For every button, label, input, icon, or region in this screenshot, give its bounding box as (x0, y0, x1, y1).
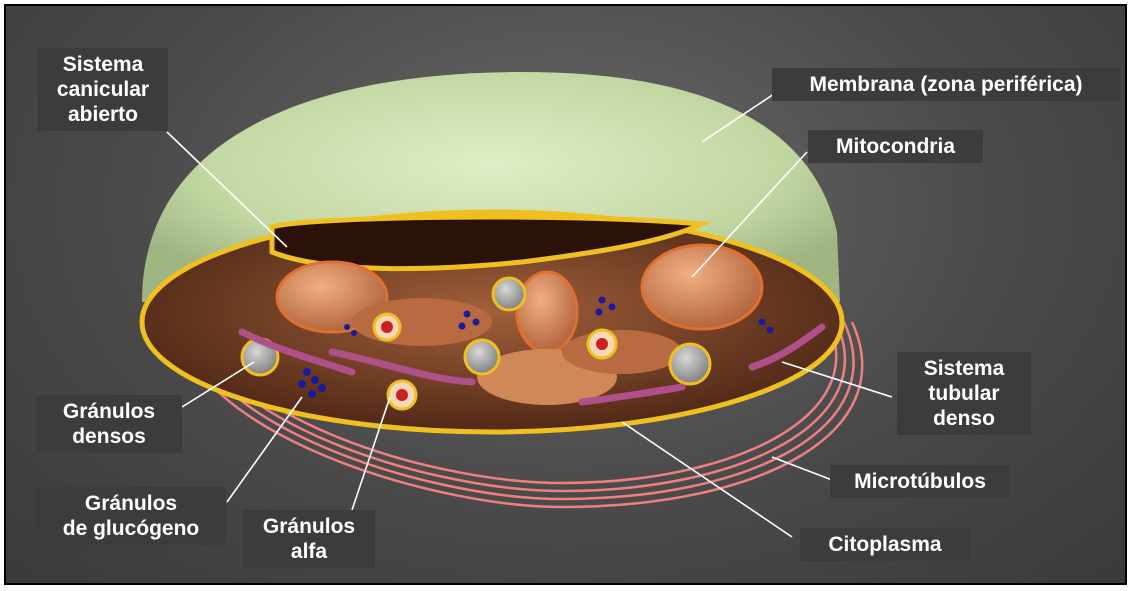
label-granulos-alfa: Gránulos alfa (243, 510, 375, 568)
label-granulos-glucogeno: Gránulos de glucógeno (36, 487, 226, 545)
label-sistema-canicular: Sistema canicular abierto (38, 48, 168, 131)
label-granulos-densos: Gránulos densos (36, 395, 182, 453)
label-sistema-tubular: Sistema tubular denso (897, 352, 1031, 435)
label-membrana: Membrana (zona periférica) (772, 68, 1120, 101)
label-mitocondria: Mitocondria (808, 130, 983, 163)
label-citoplasma: Citoplasma (800, 528, 970, 561)
label-microtubulos: Microtúbulos (830, 465, 1010, 498)
